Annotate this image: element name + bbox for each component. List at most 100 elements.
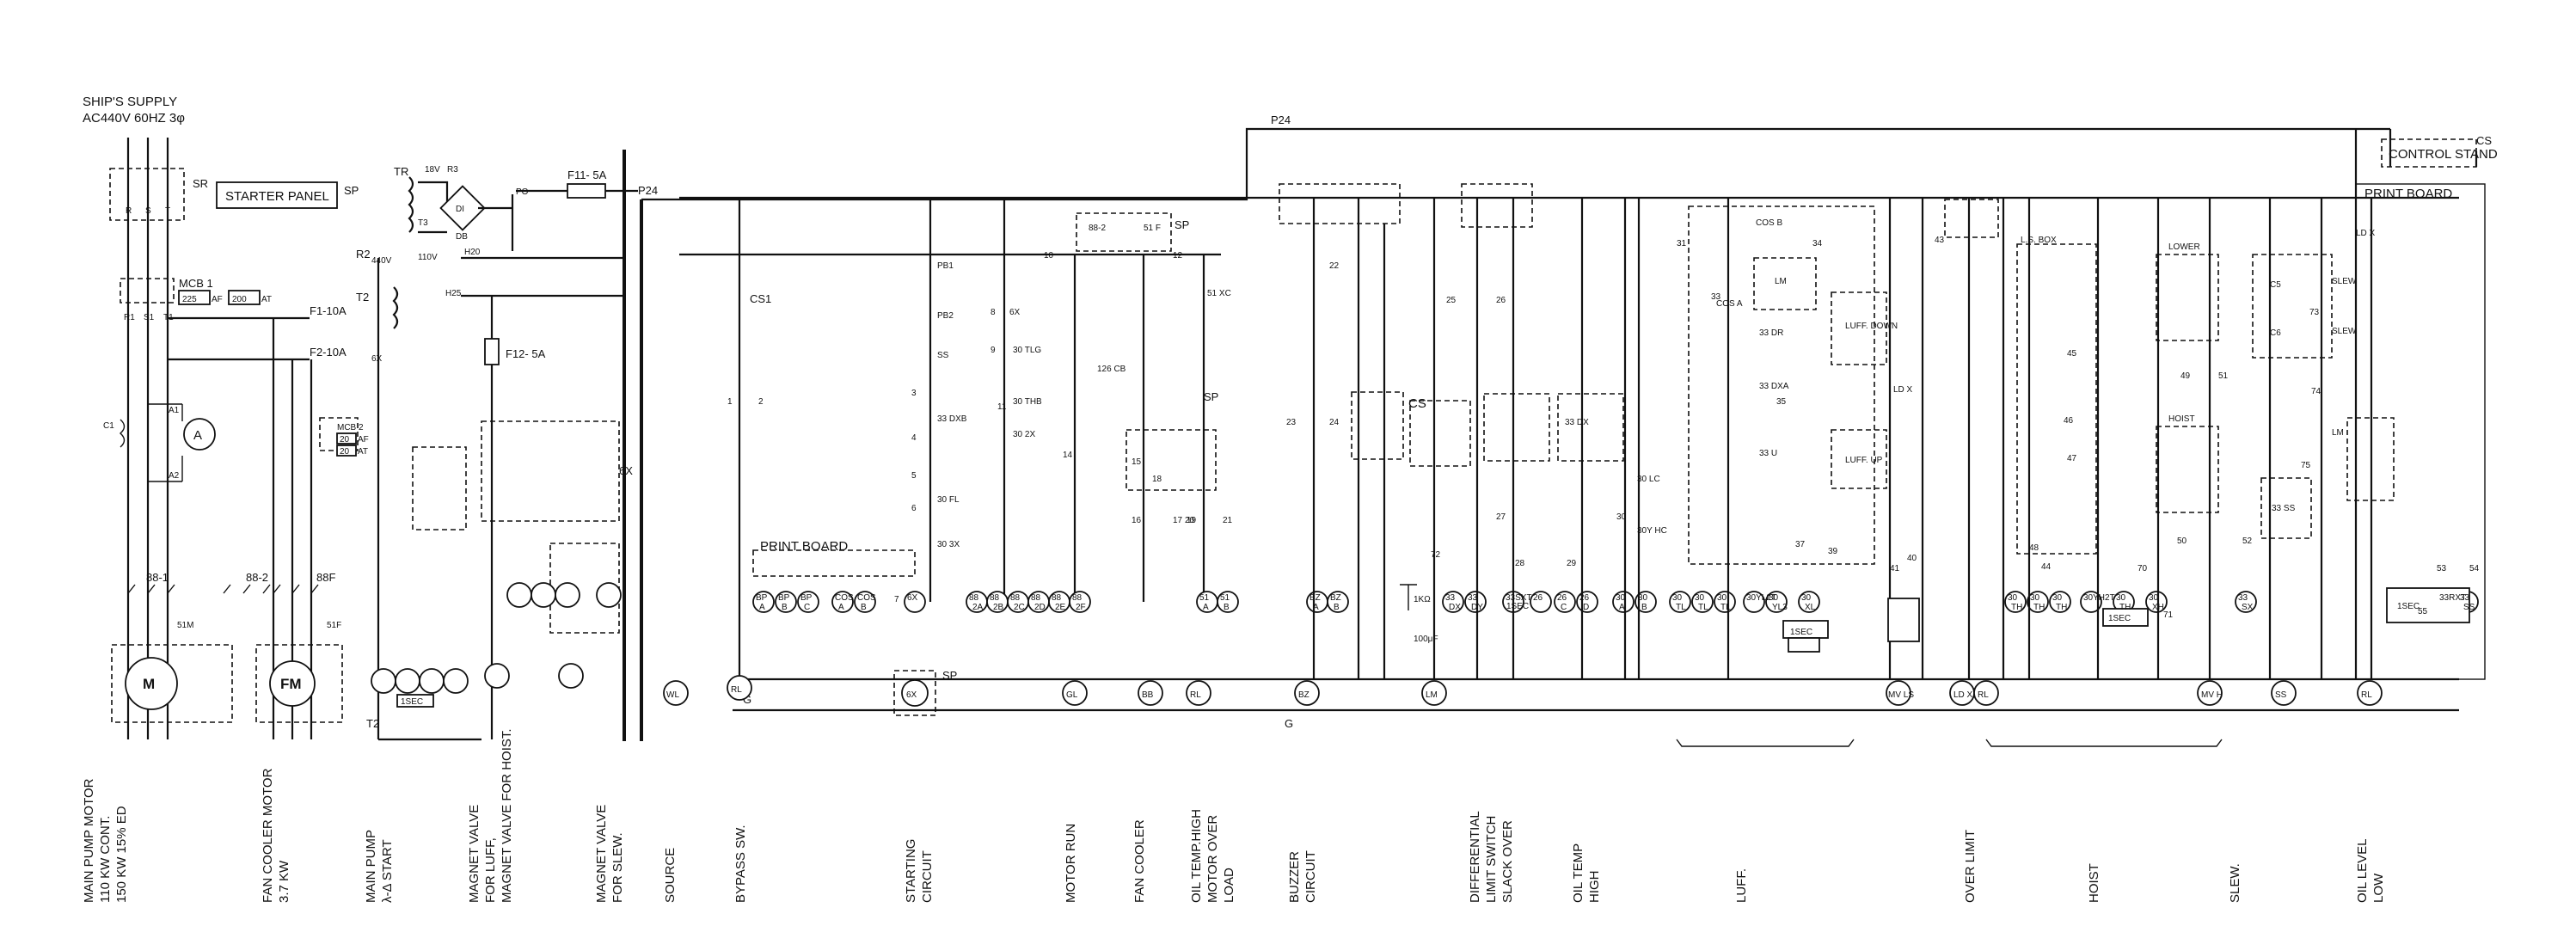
dx-contact: 33 DX <box>1565 418 1589 427</box>
coil-88-f <box>484 663 510 689</box>
rung-number-43: 49 <box>2180 371 2191 381</box>
rung-number-18: 20 <box>1185 516 1195 525</box>
rung-number-54: 74 <box>2311 387 2321 396</box>
c6-contact: C6 <box>2270 328 2281 338</box>
six-x-contact-label: 6X <box>371 354 383 364</box>
print-board-left-box <box>752 549 916 577</box>
rung-number-6: 7 <box>894 595 899 604</box>
po-tag: PO <box>516 187 529 197</box>
xc-contact: 51 XC <box>1207 289 1231 298</box>
rung-number-51: 71 <box>2163 610 2174 620</box>
relay-coil-11 <box>1069 591 1091 613</box>
luff-up-box <box>1831 429 1887 489</box>
lm-box <box>1753 257 1817 310</box>
rung-number-41: 47 <box>2067 454 2077 463</box>
caption-7-line-0: STARTING <box>904 839 918 903</box>
relay-tag-11-sub: 2F <box>1076 603 1086 612</box>
tr-tag: TR <box>394 165 408 178</box>
rung-number-19: 21 <box>1223 516 1233 525</box>
rung-number-0: 1 <box>727 397 733 407</box>
3x-contact: 30 3X <box>937 540 960 549</box>
rung-number-5: 6 <box>911 504 917 513</box>
rung-number-45: 51 <box>2218 371 2229 381</box>
ss-contact: SS <box>937 351 949 360</box>
relay-tag-15-sub: B <box>1334 603 1340 612</box>
mv-slew-coil <box>596 582 622 608</box>
mcb1-af-box <box>178 290 211 305</box>
g-tag-mid: G <box>1285 717 1293 730</box>
rung-number-20: 22 <box>1329 261 1340 271</box>
starting-relay-icon <box>901 679 929 707</box>
buzzer-label: BZ <box>1298 690 1309 700</box>
rung-number-14: 16 <box>1132 516 1142 525</box>
caption-7-line-1: CIRCUIT <box>920 850 935 903</box>
rung-number-30: 33 <box>1711 292 1721 302</box>
relay-coil-32 <box>2049 591 2071 613</box>
t3-tag: T3 <box>418 218 428 228</box>
rung-number-2: 3 <box>911 389 917 398</box>
rung-number-40: 46 <box>2064 416 2074 426</box>
capacitor-100uf: 100μF <box>1414 635 1438 644</box>
relay-tag-2-sub: C <box>804 603 810 612</box>
caption-2-line-1: λ-Δ START <box>380 839 395 903</box>
relay-51m: 51M <box>177 621 193 630</box>
mcb1-af: 225 <box>182 295 197 304</box>
ss-coil-label: SS <box>2275 690 2287 700</box>
coil-88-1 <box>419 668 445 694</box>
ammeter-icon <box>183 418 216 451</box>
sp-tag-starter: SP <box>344 184 359 197</box>
rung-number-21: 23 <box>1286 418 1297 427</box>
caption-12-line-2: SLACK OVER <box>1500 820 1515 903</box>
source-lamp-label: WL <box>666 690 679 700</box>
at-unit: AT <box>261 295 272 304</box>
relay-tag-25-sub: TL <box>1698 603 1708 612</box>
rung-number-12: 14 <box>1063 451 1073 460</box>
contactor-88-2: 88-2 <box>246 571 268 584</box>
caption-11-line-0: BUZZER <box>1287 851 1302 903</box>
relay-coil-1 <box>775 591 797 613</box>
luff-down-label: LUFF. DOWN <box>1845 322 1898 331</box>
luff-13-box <box>1788 637 1820 653</box>
luff-up-label: LUFF. UP <box>1845 456 1883 465</box>
lm-lamp-label: LM <box>1426 690 1438 700</box>
coil-th1 <box>558 663 584 689</box>
relay-coil-15 <box>1327 591 1349 613</box>
c5-contact: C5 <box>2270 280 2281 290</box>
caption-12-line-1: LIMIT SWITCH <box>1484 816 1499 903</box>
contactor-88f: 88F <box>316 571 335 584</box>
lm-contact: LM <box>1775 277 1787 286</box>
v440-tag: 440V <box>371 256 392 266</box>
rung-number-49: 55 <box>2418 607 2428 616</box>
caption-14-line-0: LUFF. <box>1734 868 1749 903</box>
print-board-left-label: PRINT BOARD <box>760 539 848 554</box>
relay-88-2-contact: 88-2 <box>1089 224 1106 233</box>
rung-number-3: 4 <box>911 433 917 443</box>
overload-lamp-label: RL <box>1190 690 1201 700</box>
relay-coil-2 <box>797 591 819 613</box>
mcb2-at-box <box>336 445 357 457</box>
relay-coil-24 <box>1669 591 1691 613</box>
relay-coil-23 <box>1635 591 1657 613</box>
ldx-coil-label: LD X <box>1953 690 1973 700</box>
mcb1-dashed <box>120 278 175 304</box>
fuse-f12 <box>484 338 500 365</box>
relay-tag-17-sub: DY <box>1471 603 1483 612</box>
mcb2-af-box <box>336 432 357 445</box>
mvls-coil-label: MV LS <box>1888 690 1914 700</box>
hoist-box <box>2156 426 2219 513</box>
caption-17-line-0: SLEW. <box>2228 863 2242 903</box>
caption-16-line-0: HOIST <box>2087 863 2101 903</box>
hc-contact: 30Y HC <box>1637 526 1667 536</box>
relay-88-2-box <box>1076 212 1172 252</box>
caption-15-line-0: OVER LIMIT <box>1963 830 1978 903</box>
bypass-lamp-icon <box>727 675 752 701</box>
three-phase-feeders: R1 S1 T1 MCB 1 225 AF 200 AT <box>120 138 272 739</box>
relay-tag-27: 30YL2T <box>1746 593 1776 603</box>
caption-2-line-0: MAIN PUMP <box>364 830 378 903</box>
relay-tag-23-sub: B <box>1641 603 1647 612</box>
pb1-contact: PB1 <box>937 261 954 271</box>
relay-tag-28-sub: YL3 <box>1772 603 1788 612</box>
